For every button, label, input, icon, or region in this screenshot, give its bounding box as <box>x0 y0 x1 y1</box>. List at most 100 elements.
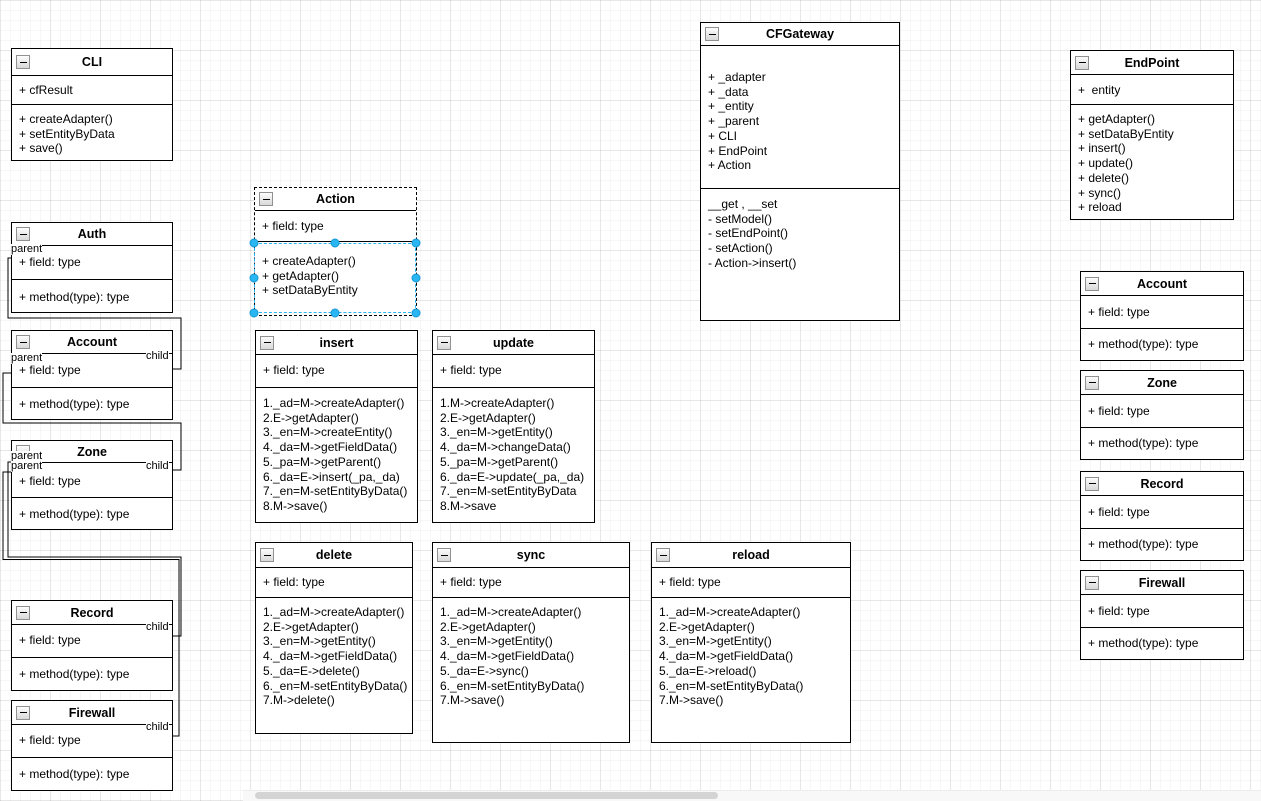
selection-handle[interactable] <box>411 273 421 283</box>
collapse-minus-icon[interactable] <box>1085 476 1099 491</box>
class-member: + field: type <box>1088 505 1150 519</box>
class-box-Account[interactable]: Account+ field: type+ method(type): type <box>11 330 173 420</box>
class-title: Account <box>1137 276 1187 291</box>
fields-compartment[interactable]: + field: type <box>1081 496 1243 528</box>
class-title-bar: Action <box>255 188 416 211</box>
class-box-Zone[interactable]: Zone + field: type + method(type): type <box>1080 370 1244 460</box>
fields-compartment[interactable]: + _adapter+ _data+ _entity+ _parent+ CLI… <box>701 46 899 188</box>
fields-compartment[interactable]: + field: type <box>255 211 416 241</box>
class-box-Auth[interactable]: Auth+ field: type+ method(type): type <box>11 222 173 313</box>
methods-compartment[interactable]: + createAdapter()+ setEntityByData+ save… <box>12 104 172 160</box>
collapse-minus-icon[interactable] <box>437 548 451 562</box>
fields-compartment[interactable]: + field: type <box>1081 395 1243 427</box>
class-member: 4._da=M->getFieldData() <box>263 649 398 664</box>
fields-compartment[interactable]: + field: type <box>1081 595 1243 627</box>
selection-handle[interactable] <box>411 238 421 248</box>
parent-child-edge[interactable] <box>2 372 182 471</box>
class-box-Firewall[interactable]: Firewall+ field: type+ method(type): typ… <box>11 700 173 791</box>
class-box-Firewall[interactable]: Firewall+ field: type+ method(type): typ… <box>1080 570 1244 660</box>
methods-compartment[interactable]: + method(type): type <box>12 657 172 690</box>
collapse-minus-icon[interactable] <box>260 548 274 562</box>
collapse-minus-icon[interactable] <box>260 335 274 350</box>
class-title-bar: Account <box>12 331 172 354</box>
selection-handle[interactable] <box>249 238 259 248</box>
class-member: 3._en=M->getEntity() <box>263 634 376 649</box>
horizontal-scrollbar-thumb[interactable] <box>255 792 718 799</box>
class-member: + EndPoint <box>708 143 768 158</box>
collapse-minus-icon[interactable] <box>705 27 719 41</box>
selection-handle[interactable] <box>249 273 259 283</box>
selection-rect[interactable] <box>254 243 416 313</box>
class-box-Record[interactable]: Record+ field: type+ method(type): type <box>11 600 173 691</box>
class-box-Action[interactable]: Action+ field: type+ createAdapter()+ ge… <box>254 187 417 316</box>
fields-compartment[interactable]: + field: type <box>12 246 172 279</box>
class-member: + method(type): type <box>1088 436 1199 450</box>
fields-compartment[interactable]: + cfResult <box>12 76 172 104</box>
methods-compartment[interactable]: + method(type): type <box>12 497 172 529</box>
class-box-CFGateway[interactable]: CFGateway+ _adapter+ _data+ _entity+ _pa… <box>700 22 900 321</box>
methods-compartment[interactable]: 1._ad=M->createAdapter()2.E->getAdapter(… <box>652 597 850 742</box>
collapse-minus-icon[interactable] <box>259 192 273 206</box>
fields-compartment[interactable]: + entity <box>1071 75 1233 104</box>
class-member: + field: type <box>659 575 721 589</box>
collapse-minus-icon[interactable] <box>656 548 670 562</box>
methods-compartment[interactable]: + method(type): type <box>1081 427 1243 459</box>
methods-compartment[interactable]: 1._ad=M->createAdapter()2.E->getAdapter(… <box>256 387 417 522</box>
fields-compartment[interactable]: + field: type <box>12 354 172 387</box>
class-box-Record[interactable]: Record+ field: type+ method(type): type <box>1080 471 1244 561</box>
class-member: 1._ad=M->createAdapter() <box>659 605 801 619</box>
collapse-minus-icon[interactable] <box>16 55 30 69</box>
class-title-bar: delete <box>256 543 412 568</box>
class-box-EndPoint[interactable]: EndPoint+ entity+ getAdapter()+ setDataB… <box>1070 50 1234 220</box>
horizontal-scrollbar-track[interactable] <box>243 790 1261 801</box>
fields-compartment[interactable]: + field: type <box>433 568 629 597</box>
methods-compartment[interactable]: + method(type): type <box>12 387 172 419</box>
methods-compartment[interactable]: + method(type): type <box>1081 627 1243 659</box>
class-member: 3._en=M->getEntity() <box>440 425 553 440</box>
collapse-minus-icon[interactable] <box>16 335 30 349</box>
collapse-minus-icon[interactable] <box>16 605 30 620</box>
class-box-CLI[interactable]: CLI+ cfResult+ createAdapter()+ setEntit… <box>11 48 173 161</box>
collapse-minus-icon[interactable] <box>16 227 30 241</box>
fields-compartment[interactable]: + field: type <box>433 355 594 387</box>
methods-compartment[interactable]: + method(type): type <box>1081 528 1243 560</box>
methods-compartment[interactable]: 1.M->createAdapter()2.E->getAdapter()3._… <box>433 387 594 522</box>
fields-compartment[interactable]: + field: type <box>12 725 172 757</box>
methods-compartment[interactable]: + method(type): type <box>12 279 172 312</box>
collapse-minus-icon[interactable] <box>16 705 30 720</box>
minus-glyph <box>263 554 271 556</box>
collapse-minus-icon[interactable] <box>1085 575 1099 590</box>
collapse-minus-icon[interactable] <box>1085 276 1099 291</box>
parent-child-edge[interactable] <box>7 257 182 370</box>
methods-compartment[interactable]: + createAdapter()+ getAdapter()+ setData… <box>255 241 416 315</box>
collapse-minus-icon[interactable] <box>1085 375 1099 390</box>
class-box-Account[interactable]: Account + field: type+ method(type): type <box>1080 271 1244 361</box>
fields-compartment[interactable]: + field: type <box>1081 296 1243 328</box>
methods-compartment[interactable]: __get , __set- setModel()- setEndPoint()… <box>701 188 899 320</box>
fields-compartment[interactable]: + field: type <box>12 625 172 657</box>
fields-compartment[interactable]: + field: type <box>256 568 412 597</box>
methods-compartment[interactable]: 1._ad=M->createAdapter()2.E->getAdapter(… <box>433 597 629 742</box>
collapse-minus-icon[interactable] <box>437 335 451 350</box>
selection-handle[interactable] <box>249 308 259 318</box>
methods-compartment[interactable]: + method(type): type <box>12 757 172 790</box>
fields-compartment[interactable]: + field: type <box>256 355 417 387</box>
methods-compartment[interactable]: + method(type): type <box>1081 328 1243 360</box>
methods-compartment[interactable]: 1._ad=M->createAdapter()2.E->getAdapter(… <box>256 597 412 733</box>
selection-handle[interactable] <box>411 308 421 318</box>
collapse-minus-icon[interactable] <box>1075 55 1089 70</box>
fields-compartment[interactable]: + field: type <box>652 568 850 597</box>
selection-handle[interactable] <box>330 238 340 248</box>
minus-glyph <box>19 712 27 713</box>
methods-compartment[interactable]: + getAdapter()+ setDataByEntity+ insert(… <box>1071 104 1233 219</box>
fields-compartment[interactable]: + field: type <box>12 463 172 497</box>
class-title: Zone <box>1147 375 1177 390</box>
parent-child-edge[interactable] <box>2 471 180 737</box>
selection-handle[interactable] <box>330 308 340 318</box>
